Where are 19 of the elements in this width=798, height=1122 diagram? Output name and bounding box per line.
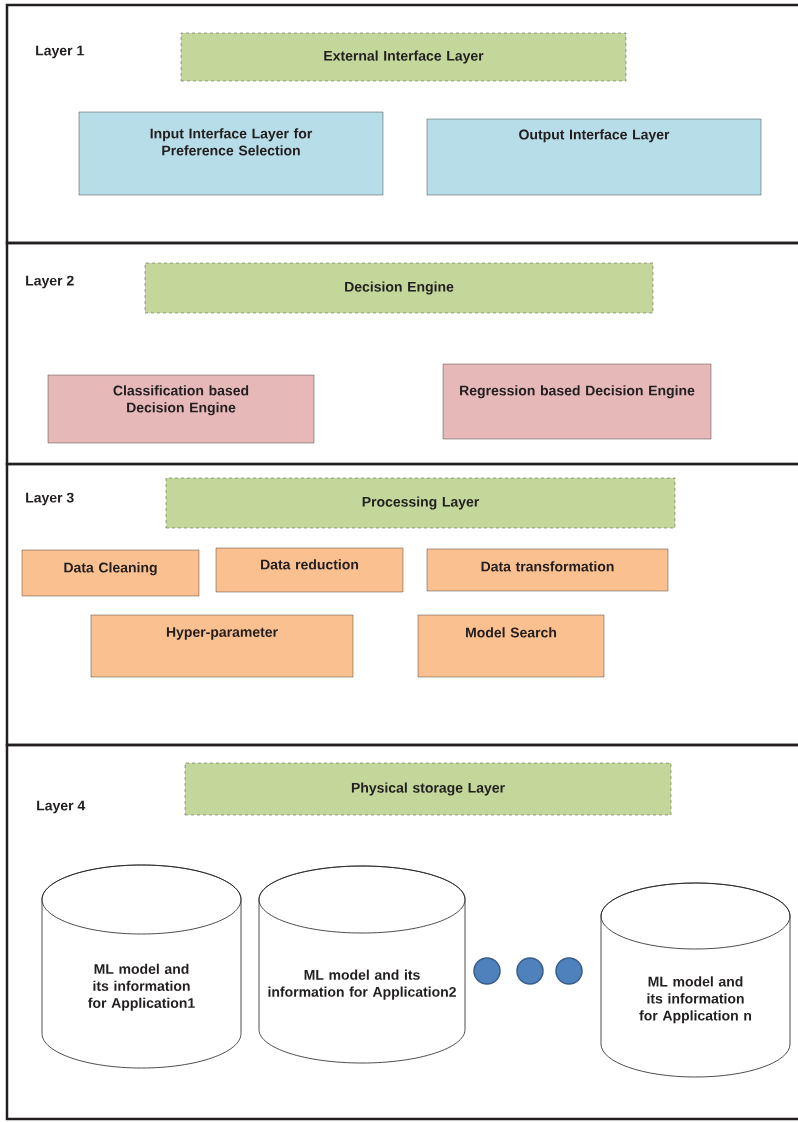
process-box: Data Cleaning (21, 549, 200, 597)
ellipsis-dot (516, 957, 544, 985)
ellipsis-dot (555, 957, 583, 985)
ellipsis-dot (473, 957, 501, 985)
process-box: Data reduction (215, 547, 404, 593)
layer-title-box: Processing Layer (165, 477, 676, 529)
database-cylinder: ML model and its information for Application1 (41, 864, 242, 1069)
process-box: Data transformation (426, 548, 669, 592)
layer-title-box: Physical storage Layer (184, 762, 672, 816)
interface-box: Input Interface Layer for Preference Selection (78, 111, 384, 196)
layer-title-box: External Interface Layer (180, 32, 627, 82)
process-box: Model Search (417, 614, 605, 678)
database-cylinder: ML model and its information for Application2 (258, 865, 466, 1064)
engine-box: Classification based Decision Engine (47, 374, 315, 444)
engine-box: Regression based Decision Engine (442, 363, 712, 440)
process-box: Hyper-parameter (90, 614, 354, 678)
layer-title-box: Decision Engine (144, 262, 654, 314)
interface-box: Output Interface Layer (426, 118, 762, 196)
database-cylinder: ML model and its information for Application n (600, 882, 791, 1078)
